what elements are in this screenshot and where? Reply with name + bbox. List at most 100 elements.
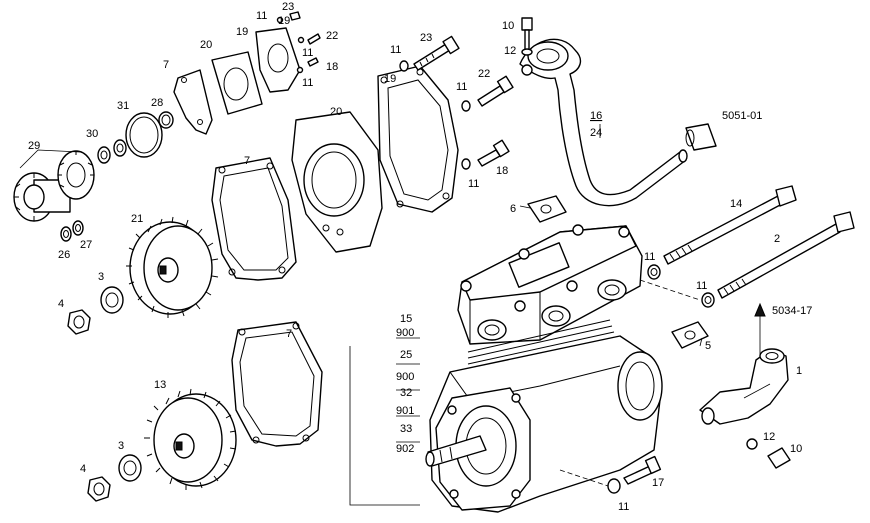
callout-23: 23: [420, 32, 432, 44]
ref-5034-17: 5034-17: [772, 305, 812, 317]
callout-19: 19: [236, 26, 248, 38]
callout-3: 3: [118, 440, 124, 452]
bolt-18-small: [307, 57, 319, 67]
washer-11-top: [399, 60, 409, 72]
banjo-bolt-10: [521, 17, 533, 31]
callout-20: 20: [330, 106, 342, 118]
gear-13: [144, 388, 237, 490]
callout-19: 19: [278, 15, 290, 27]
callout-24: 24: [590, 127, 602, 139]
callout-10: 10: [502, 20, 514, 32]
washer-26: [60, 226, 72, 242]
arrow-up-icon: [754, 302, 766, 317]
flange-20-small: [211, 51, 263, 115]
callout-13: 13: [154, 379, 166, 391]
callout-12: 12: [763, 431, 775, 443]
washer-12-right: [746, 438, 758, 450]
callout-6: 6: [510, 203, 516, 215]
callout-18: 18: [326, 61, 338, 73]
callout-31: 31: [117, 100, 129, 112]
bolt-18: [477, 139, 510, 167]
gasket-7-middle: [211, 157, 297, 281]
kit-table-cell: 900: [396, 327, 414, 339]
bolt-23: [413, 35, 460, 71]
washer-11-low: [461, 158, 471, 170]
callout-20: 20: [200, 39, 212, 51]
callout-1: 1: [796, 365, 802, 377]
pipe-16-24: [519, 38, 688, 207]
callout-14: 14: [730, 198, 742, 210]
callout-28: 28: [151, 97, 163, 109]
bolt-10-right: [767, 447, 791, 469]
kit-table-cell: 900: [396, 371, 414, 383]
kit-table-cell: 15: [400, 313, 412, 325]
bolt-22: [477, 75, 514, 107]
kit-table-cell: 33: [400, 423, 412, 435]
callout-7: 7: [244, 155, 250, 167]
kit-table-cell: 901: [396, 405, 414, 417]
callout-11: 11: [696, 280, 707, 292]
callout-30: 30: [86, 128, 98, 140]
bolt-17: [623, 455, 662, 485]
cover-19-small: [255, 27, 301, 93]
washer-11-bolt14: [647, 264, 661, 280]
gear-cluster-29: [13, 150, 95, 222]
nut-4-upper: [67, 309, 91, 335]
long-bolt-2: [717, 211, 855, 299]
callout-19: 19: [384, 73, 396, 85]
washer-11-bottom: [607, 478, 621, 494]
callout-29: 29: [28, 140, 40, 152]
washer-30a: [97, 146, 111, 164]
gasket-7-lower: [231, 321, 323, 447]
kit-table-cell: 902: [396, 443, 414, 455]
callout-11: 11: [456, 81, 467, 93]
washer-12-top: [521, 48, 533, 56]
callout-2: 2: [774, 233, 780, 245]
gasket-7-top: [173, 69, 213, 135]
washer-11-mid: [461, 100, 471, 112]
bolt-22-small: [307, 33, 321, 45]
callout-17: 17: [652, 477, 664, 489]
callout-4: 4: [58, 298, 64, 310]
callout-7: 7: [286, 328, 292, 340]
callout-22: 22: [326, 30, 338, 42]
kit-table-cell: 25: [400, 349, 412, 361]
callout-26: 26: [58, 249, 70, 261]
ref-5051-01: 5051-01: [722, 110, 762, 122]
callout-11: 11: [468, 178, 479, 190]
callout-10: 10: [790, 443, 802, 455]
callout-27: 27: [80, 239, 92, 251]
gasket-6: [527, 195, 567, 223]
washer-28: [158, 111, 174, 129]
callout-12: 12: [504, 45, 516, 57]
callout-11: 11: [302, 47, 313, 59]
callout-21: 21: [131, 213, 143, 225]
washer-27: [72, 220, 84, 236]
callout-11: 11: [302, 77, 313, 89]
callout-11: 11: [256, 10, 267, 22]
elbow-fitting-1: [699, 349, 789, 425]
callout-22: 22: [478, 68, 490, 80]
callout-3: 3: [98, 271, 104, 283]
callout-18: 18: [496, 165, 508, 177]
washer-11-bolt2: [701, 292, 715, 308]
callout-4: 4: [80, 463, 86, 475]
bolt-23-small: [289, 11, 301, 21]
snap-ring-31: [125, 112, 163, 158]
gasket-5: [671, 321, 709, 349]
kit-table-cell: 32: [400, 387, 412, 399]
sleeve-5051-01: [685, 123, 717, 151]
callout-23: 23: [282, 1, 294, 13]
washer-3-lower: [118, 454, 142, 482]
callout-11: 11: [644, 251, 655, 263]
callout-11: 11: [618, 501, 629, 513]
washer-30b: [113, 139, 127, 157]
callout-16: 16: [590, 110, 602, 122]
callout-7: 7: [163, 59, 169, 71]
callout-11: 11: [390, 44, 401, 56]
gear-21: [126, 216, 219, 318]
callout-5: 5: [705, 340, 711, 352]
cover-plate-19: [377, 65, 459, 213]
